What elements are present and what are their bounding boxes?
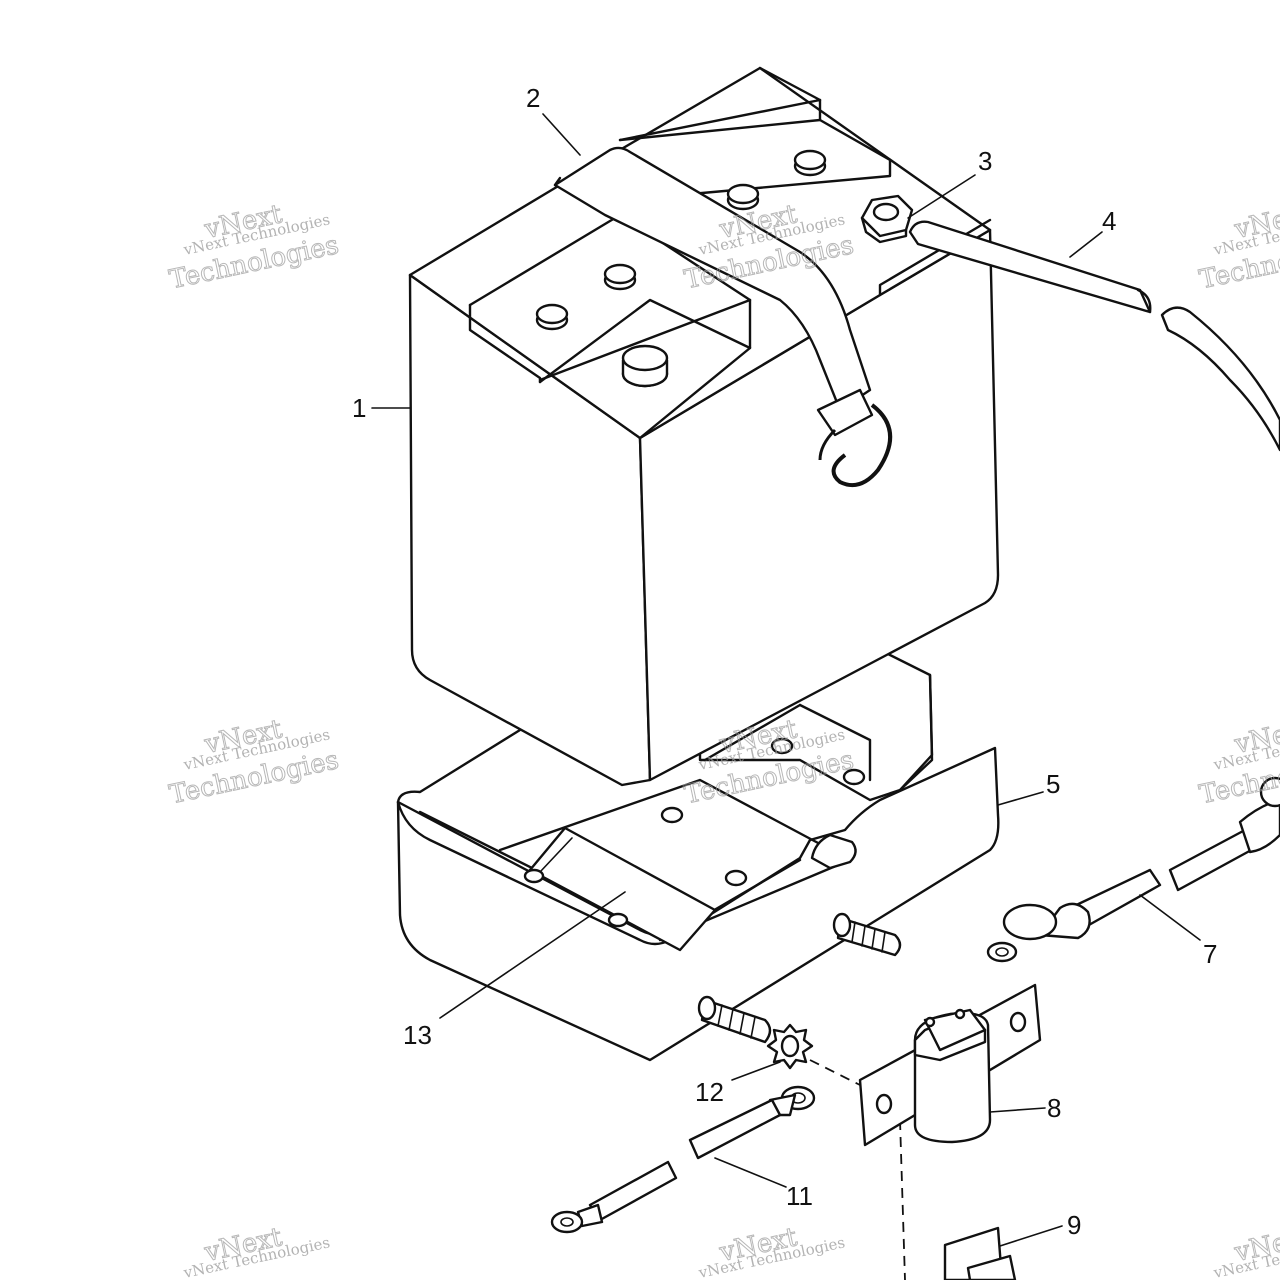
strap bbox=[553, 146, 893, 487]
callout-5: 5 bbox=[1046, 769, 1060, 799]
stud-lower bbox=[697, 995, 772, 1044]
callout-3: 3 bbox=[978, 146, 992, 176]
watermark: vNext vNext Technologies bbox=[181, 1222, 331, 1280]
watermark: vNext vNext Technologies Technologies bbox=[1196, 199, 1280, 296]
assembly-line-washer bbox=[809, 1059, 861, 1086]
leader-lines bbox=[371, 113, 1201, 1247]
watermark: vNext vNext Technologies bbox=[696, 1222, 846, 1280]
callout-2: 2 bbox=[526, 83, 540, 113]
clip bbox=[943, 1226, 1017, 1280]
watermark: vNext vNext Technologies bbox=[1211, 1222, 1280, 1280]
callout-4: 4 bbox=[1102, 206, 1116, 236]
battery-terminals bbox=[535, 149, 827, 388]
watermark: vNext vNext Technologies Technologies bbox=[1196, 714, 1280, 811]
callout-labels: 1 2 3 4 5 7 8 9 11 12 13 bbox=[352, 83, 1217, 1240]
stud-upper bbox=[832, 912, 902, 957]
cable-7 bbox=[986, 776, 1280, 963]
assembly-line-solenoid bbox=[899, 1119, 906, 1280]
callout-12: 12 bbox=[695, 1077, 724, 1107]
callout-8: 8 bbox=[1047, 1093, 1061, 1123]
watermark: vNext vNext Technologies Technologies bbox=[166, 714, 342, 811]
solenoid bbox=[858, 983, 1042, 1147]
ground-cable bbox=[550, 1085, 816, 1234]
callout-11: 11 bbox=[786, 1181, 813, 1211]
washer bbox=[766, 1023, 814, 1070]
callout-7: 7 bbox=[1203, 939, 1217, 969]
nut bbox=[860, 194, 914, 244]
callout-1: 1 bbox=[352, 393, 366, 423]
watermark: vNext vNext Technologies Technologies bbox=[166, 199, 342, 296]
cable bbox=[908, 220, 1280, 452]
callout-9: 9 bbox=[1067, 1210, 1081, 1240]
callout-13: 13 bbox=[403, 1020, 432, 1050]
